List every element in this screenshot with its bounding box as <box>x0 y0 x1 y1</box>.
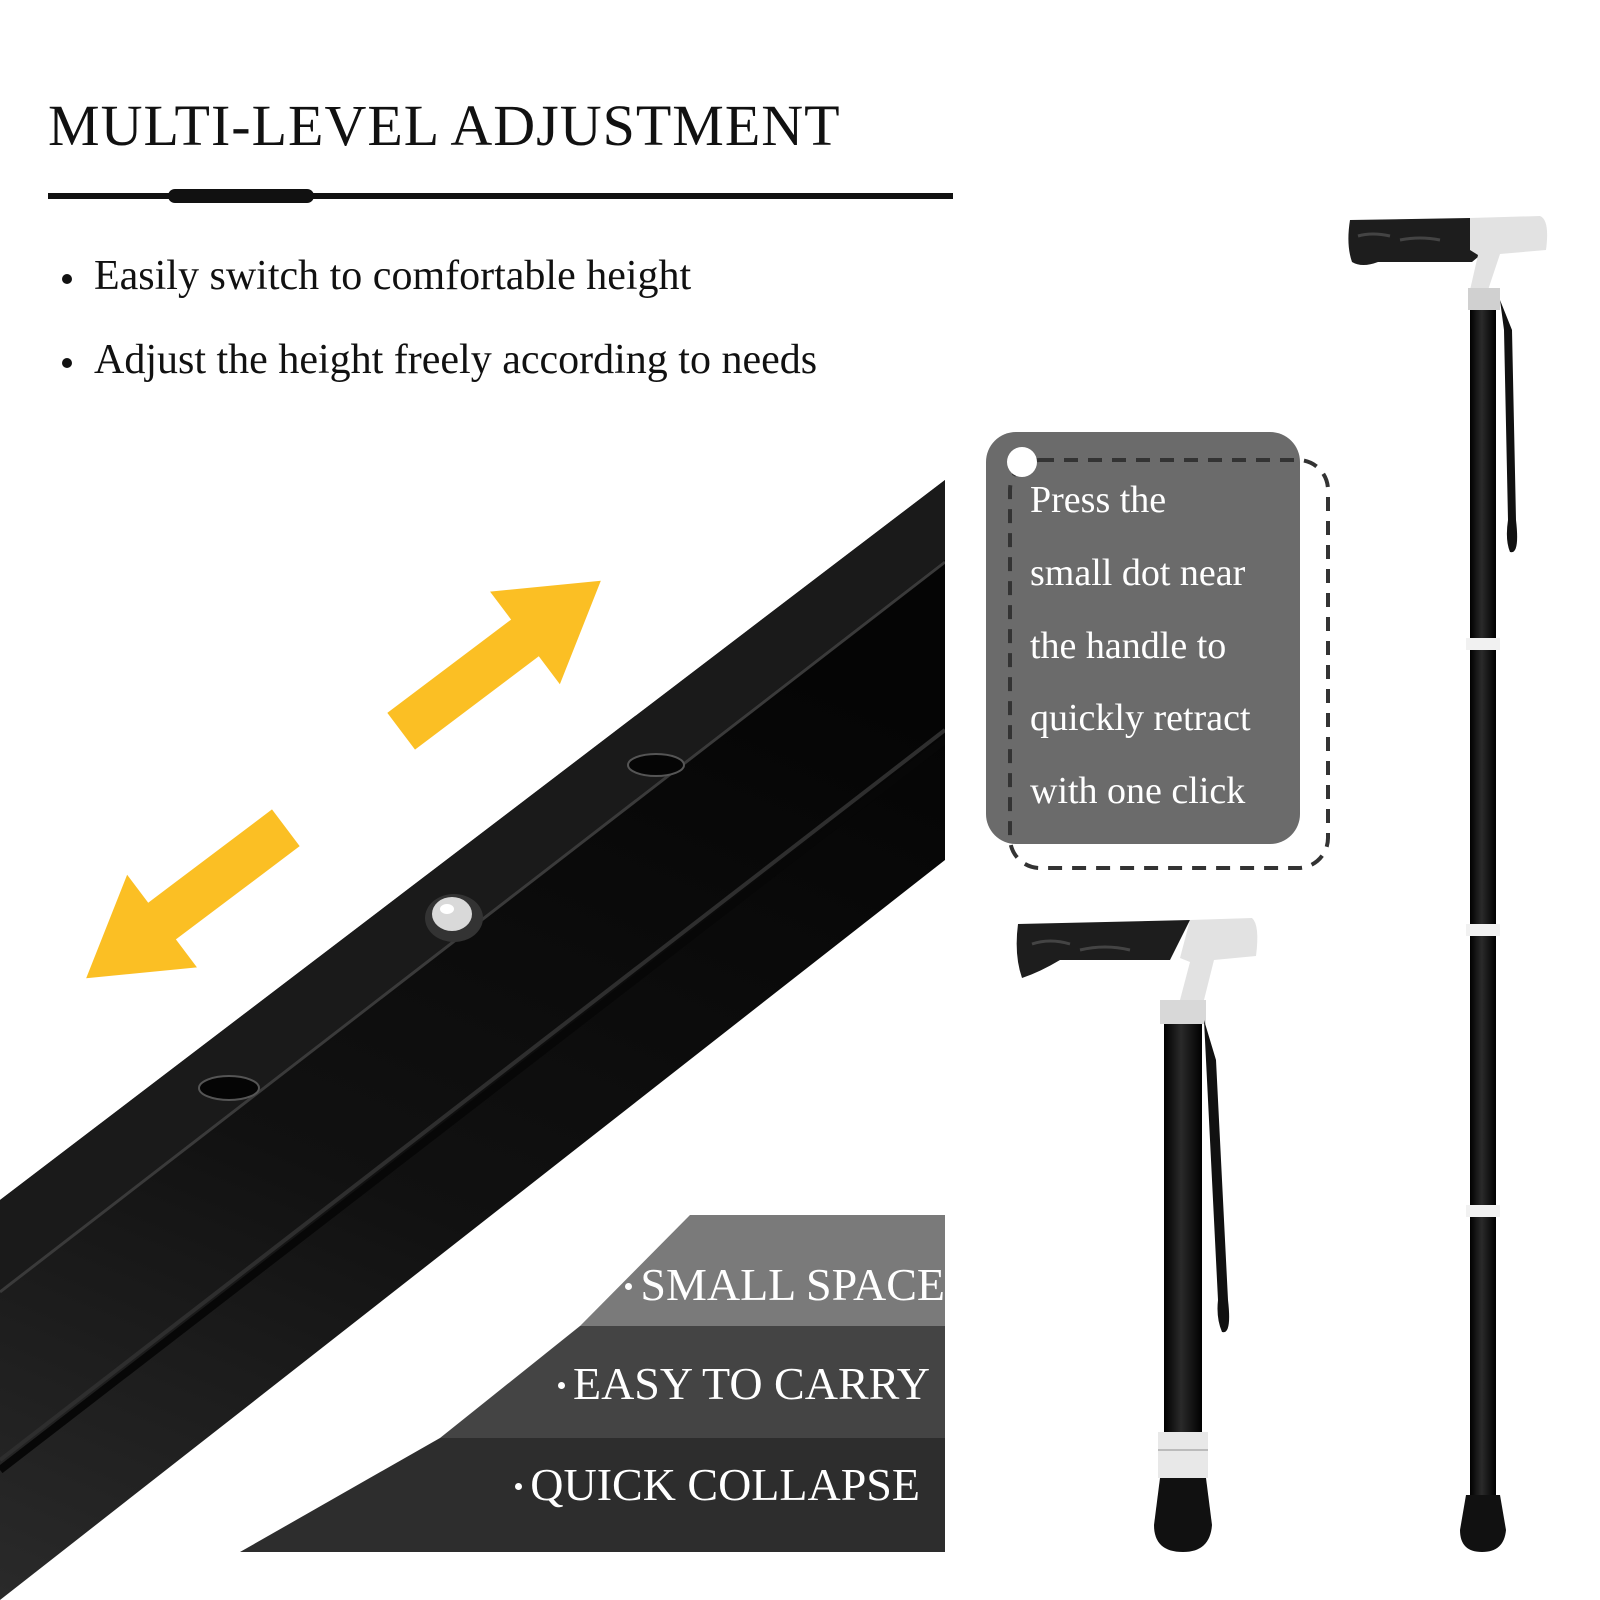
feature-label-quick-collapse: QUICK COLLAPSE <box>515 1458 920 1511</box>
feature-label-small-space: SMALL SPACE <box>625 1258 945 1311</box>
pole-closeup <box>0 480 945 1600</box>
callout-box: Press the small dot near the handle to q… <box>986 432 1330 870</box>
cane-collar-ring <box>1160 1000 1206 1024</box>
bullet-text: Adjust the height freely according to ne… <box>94 337 818 383</box>
feature-text: EASY TO CARRY <box>572 1358 930 1409</box>
cane-wrist-strap <box>1204 1020 1230 1333</box>
cane-grip-texture <box>1031 939 1131 952</box>
callout-background <box>986 432 1300 844</box>
callout-line: the handle to <box>1030 625 1226 667</box>
cane-grip <box>1016 920 1190 978</box>
feature-text: SMALL SPACE <box>640 1259 945 1310</box>
cane-wrist-strap <box>1500 300 1518 553</box>
bullet-dot <box>62 274 72 285</box>
cane-shaft-segment <box>1470 1217 1496 1497</box>
cane-extended <box>1348 216 1548 1552</box>
feature-dot <box>515 1482 523 1490</box>
cane-joint-ring <box>1466 1205 1500 1217</box>
cane-collar <box>1180 918 1258 1000</box>
cane-shaft-segment <box>1470 310 1496 640</box>
feature-band-1 <box>580 1215 945 1326</box>
title-underline-accent <box>168 189 314 203</box>
bullet-text: Easily switch to comfortable height <box>94 253 692 299</box>
pole-hole <box>627 753 685 777</box>
pole-hole <box>198 1075 260 1101</box>
page-title: MULTI-LEVEL ADJUSTMENT <box>48 93 841 158</box>
cane-grip-texture <box>1357 232 1441 242</box>
bullet-dot <box>62 358 72 369</box>
bullet-item: Easily switch to comfortable height <box>62 252 691 300</box>
cane-shaft-segment <box>1470 650 1496 925</box>
cane-grip <box>1348 218 1508 265</box>
feature-text: QUICK COLLAPSE <box>530 1459 920 1510</box>
pole-edge-highlight <box>0 728 945 1462</box>
feature-dot <box>557 1381 565 1389</box>
callout-dashed-border <box>1008 458 1330 870</box>
feature-label-easy-to-carry: EASY TO CARRY <box>557 1357 930 1410</box>
cane-collar <box>1470 216 1548 290</box>
arrow-down-left-icon <box>86 809 300 979</box>
callout-line: with one click <box>1030 770 1245 812</box>
title-underline <box>48 193 953 199</box>
cane-collar-ring <box>1468 288 1500 310</box>
callout-line: Press the <box>1030 479 1166 521</box>
cane-shaft-segment <box>1164 1024 1202 1434</box>
pole-groove <box>0 736 945 1474</box>
cane-joint-ring <box>1466 924 1500 936</box>
cane-rubber-tip <box>1460 1495 1506 1552</box>
cane-shaft-segment <box>1470 936 1496 1206</box>
cane-rubber-tip <box>1154 1478 1212 1552</box>
callout-dot-icon <box>1007 447 1037 477</box>
pole-body <box>0 480 945 1600</box>
cane-joint-ring <box>1466 638 1500 650</box>
feature-dot <box>625 1282 633 1290</box>
feature-band-2 <box>440 1326 945 1438</box>
pole-button-shine <box>440 904 454 914</box>
feature-band-3 <box>240 1438 945 1552</box>
callout-line: quickly retract <box>1030 697 1251 739</box>
cane-base-ring <box>1158 1432 1208 1478</box>
pole-button-icon <box>432 897 472 931</box>
arrow-up-right-icon <box>387 580 601 750</box>
cane-collapsed <box>1016 918 1258 1552</box>
bullet-item: Adjust the height freely according to ne… <box>62 336 817 384</box>
callout-line: small dot near <box>1030 552 1246 594</box>
